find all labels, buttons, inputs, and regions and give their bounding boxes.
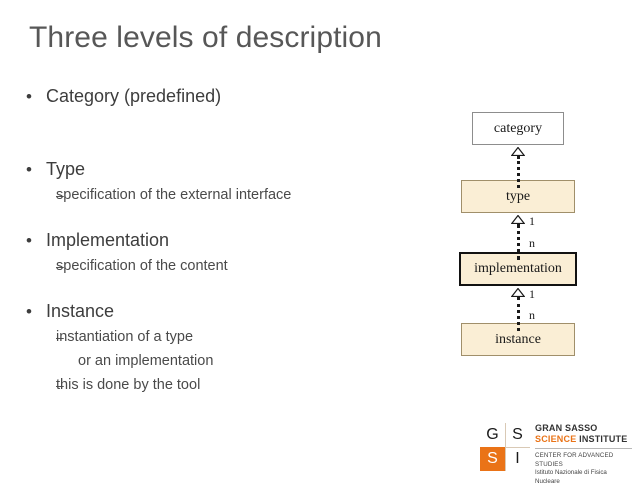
bullet-marker-icon: • [26, 87, 32, 106]
dashed-line [516, 224, 520, 260]
spacer [22, 109, 442, 143]
logo-letter-s-top: S [505, 423, 530, 447]
uml-class-diagram: category type implementation instance 1 … [455, 112, 630, 362]
sub-bullet-item: – specification of the external interfac… [22, 184, 442, 206]
bullet-label: Implementation [46, 230, 170, 250]
bullet-group-instance: • Instance – instantiation of a type or … [22, 299, 442, 396]
sub-bullet-text: or an implementation [78, 353, 214, 369]
hollow-triangle-icon [511, 147, 525, 156]
sub-bullet-item: – this is done by the tool [22, 374, 442, 396]
multiplicity-label-many-lower: n [529, 308, 535, 322]
bullet-marker-icon: • [26, 231, 32, 250]
bullet-group-type: • Type – specification of the external i… [22, 157, 442, 206]
sub-bullet-text: specification of the content [56, 258, 228, 274]
logo-word-institute: INSTITUTE [576, 434, 628, 444]
bullet-marker-icon: • [26, 302, 32, 321]
multiplicity-label-one-lower: 1 [529, 287, 535, 301]
dash-marker-icon: – [56, 377, 64, 393]
dash-marker-icon: – [56, 329, 64, 345]
uml-box-implementation: implementation [459, 252, 577, 286]
logo-letter-grid: G S S I [480, 423, 530, 471]
bullet-label: Type [46, 159, 86, 179]
multiplicity-label-one-upper: 1 [529, 214, 535, 228]
bullet-item: • Instance [22, 299, 442, 324]
sub-bullet-item: – instantiation of a type [22, 326, 442, 348]
spacer [22, 206, 442, 228]
bullet-item: • Category (predefined) [22, 84, 442, 109]
sub-bullet-text: instantiation of a type [56, 329, 194, 345]
sub-bullet-item: – specification of the content [22, 255, 442, 277]
gssi-logo: G S S I GRAN SASSO SCIENCE INSTITUTE CEN… [480, 423, 632, 485]
uml-box-category: category [472, 112, 564, 145]
bullet-item: • Implementation [22, 228, 442, 253]
logo-divider-rule [535, 448, 632, 449]
logo-line-center-for-advanced-studies: CENTER FOR ADVANCED STUDIES [535, 452, 614, 468]
uml-box-label: instance [495, 331, 541, 347]
uml-box-label: type [505, 188, 531, 204]
uml-box-label: category [493, 120, 543, 136]
sub-bullet-text: specification of the external interface [56, 187, 292, 203]
logo-letter-i: I [505, 447, 530, 471]
logo-line-gran-sasso: GRAN SASSO [535, 423, 598, 433]
logo-word-science: SCIENCE [535, 434, 577, 444]
bullet-marker-icon: • [26, 160, 32, 179]
logo-line-science-institute: SCIENCE INSTITUTE [535, 434, 632, 445]
sub-bullet-text: this is done by the tool [56, 377, 201, 393]
bullet-label: Category (predefined) [46, 86, 222, 106]
bullet-group-category: • Category (predefined) [22, 84, 442, 109]
uml-box-label: implementation [474, 261, 562, 276]
sub-bullet-continuation: or an implementation [22, 350, 442, 372]
dash-marker-icon: – [56, 187, 64, 203]
dashed-line [516, 297, 520, 331]
multiplicity-label-many-upper: n [529, 236, 535, 250]
hollow-triangle-icon [511, 288, 525, 297]
logo-letter-g: G [480, 423, 505, 447]
spacer [22, 277, 442, 299]
dash-marker-icon: – [56, 258, 64, 274]
bullet-group-implementation: • Implementation – specification of the … [22, 228, 442, 277]
bullet-item: • Type [22, 157, 442, 182]
logo-divider-horizontal [505, 447, 530, 448]
hollow-triangle-icon [511, 215, 525, 224]
logo-letter-s-bottom: S [480, 447, 505, 471]
bullet-label: Instance [46, 301, 115, 321]
page-title: Three levels of description [29, 21, 382, 54]
logo-wordmark: GRAN SASSO SCIENCE INSTITUTE CENTER FOR … [535, 423, 632, 486]
bullet-content: • Category (predefined) • Type – specifi… [22, 84, 442, 396]
spacer [22, 143, 442, 157]
dashed-line [516, 156, 520, 188]
